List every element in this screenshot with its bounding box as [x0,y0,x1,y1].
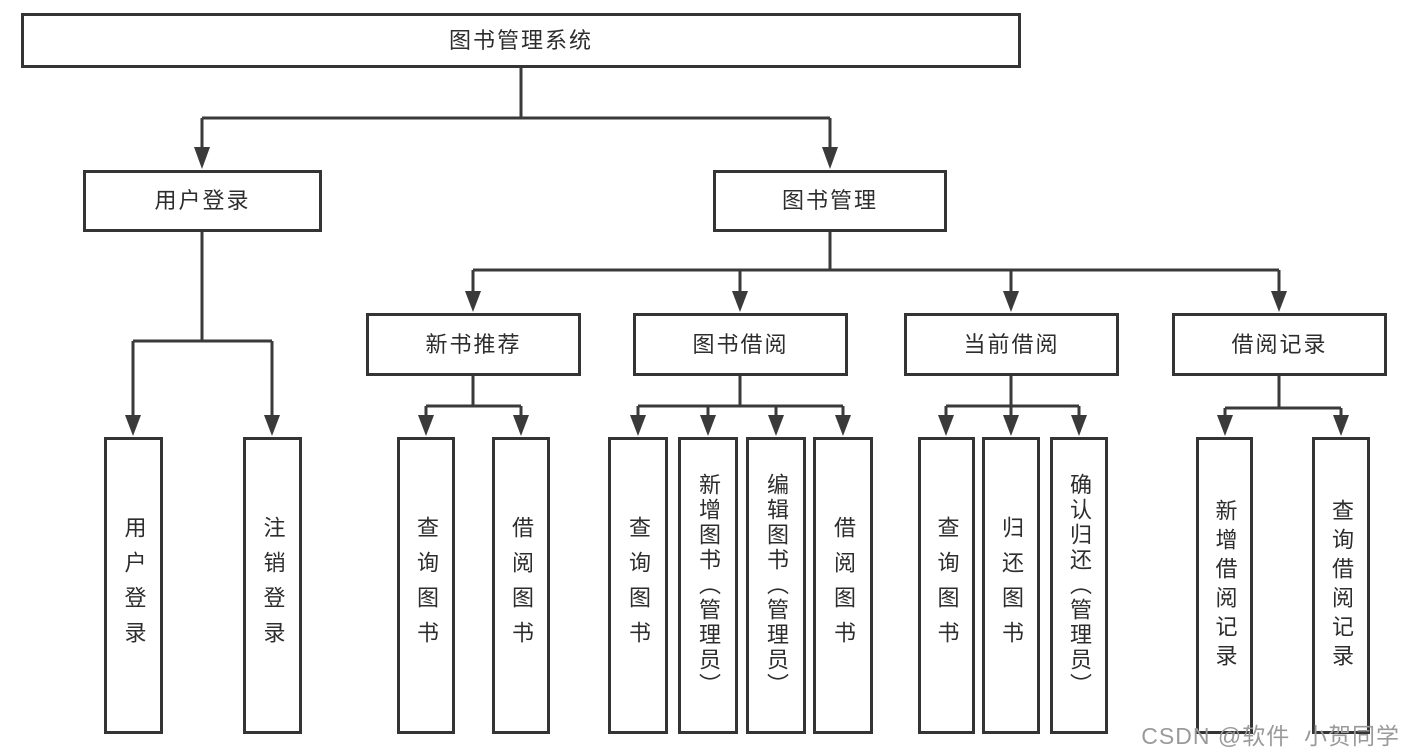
leaf-query-books-borrowing: 查询图书 [608,437,668,734]
leaf-user-login: 用户登录 [104,437,163,734]
leaf-query-books-recommend: 查询图书 [397,437,455,734]
leaf-confirm-return-admin: 确认归还（管理员） [1050,437,1108,734]
node-root-library-management-system: 图书管理系统 [21,13,1021,68]
node-new-book-recommendation: 新书推荐 [366,313,581,376]
leaf-edit-books-admin: 编辑图书（管理员） [746,437,806,734]
node-borrowing-records: 借阅记录 [1172,313,1387,376]
csdn-watermark: CSDN @软件_小贺同学 [1141,723,1400,747]
leaf-borrow-books-borrowing: 借阅图书 [813,437,873,734]
leaf-return-books: 归还图书 [982,437,1040,734]
node-current-borrowing: 当前借阅 [904,313,1119,376]
leaf-query-books-current: 查询图书 [918,437,975,734]
node-book-borrowing: 图书借阅 [633,313,848,376]
node-user-login: 用户登录 [83,170,322,232]
leaf-add-books-admin: 新增图书（管理员） [678,437,738,734]
leaf-query-borrow-record: 查询借阅记录 [1312,437,1370,734]
leaf-logout-login: 注销登录 [243,437,302,734]
node-book-management: 图书管理 [713,170,947,232]
leaf-borrow-books-recommend: 借阅图书 [492,437,550,734]
leaf-add-borrow-record: 新增借阅记录 [1196,437,1253,734]
